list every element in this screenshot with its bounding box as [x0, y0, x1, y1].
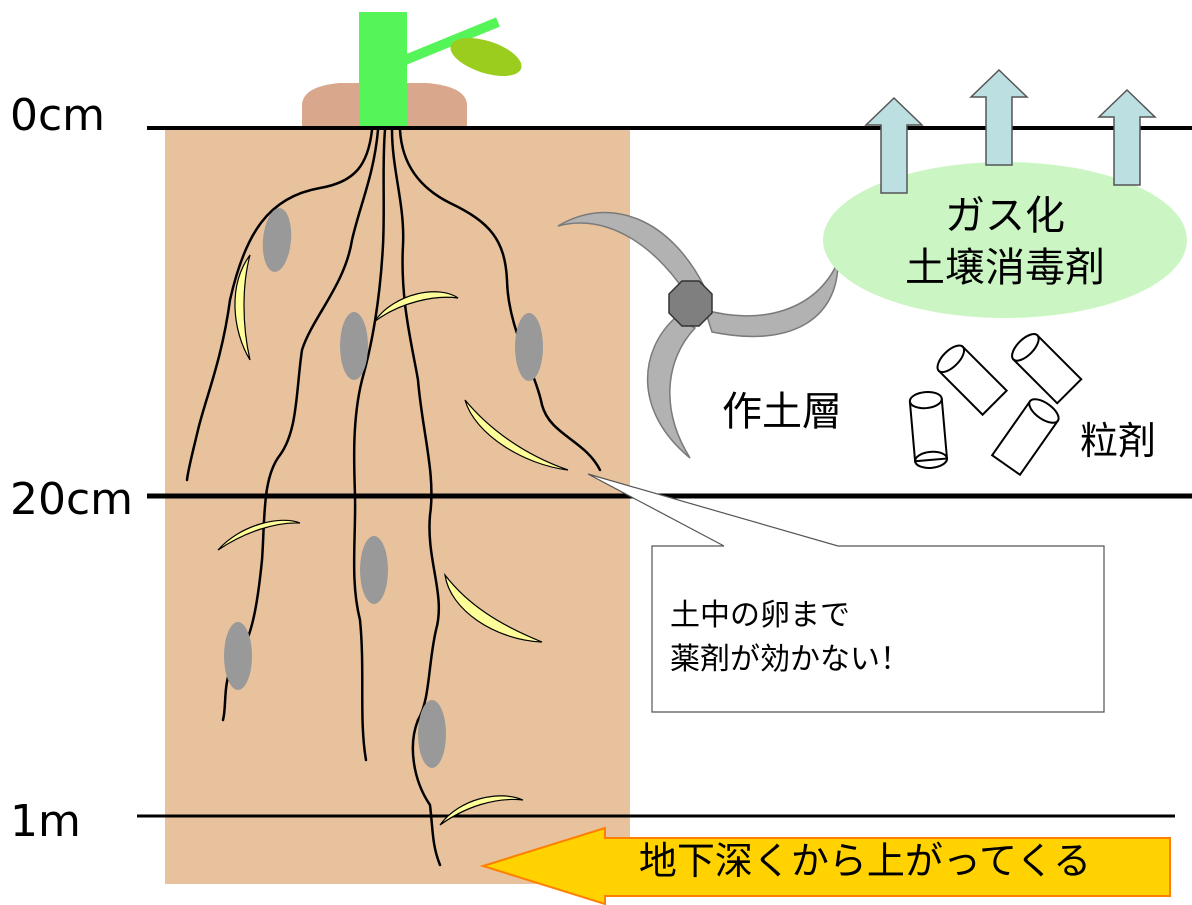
larva [234, 254, 251, 361]
tiller-hub [668, 280, 713, 327]
granule-label: 粒剤 [1080, 419, 1157, 463]
granule [936, 344, 1009, 417]
depth-label-20cm: 20cm [10, 474, 134, 525]
callout-shape [587, 473, 1105, 713]
egg [262, 208, 292, 272]
granule [1011, 333, 1083, 405]
egg [360, 536, 388, 604]
gas-label-line1: ガス化 [945, 193, 1065, 239]
gas-arrow [864, 96, 924, 194]
larva [464, 399, 569, 471]
callout-line2: 薬剤が効かない！ [670, 641, 910, 677]
granule [990, 398, 1060, 477]
granule [908, 391, 949, 469]
tiller-blade [646, 317, 697, 459]
rise-arrow-label: 地下深くから上がってくる [638, 839, 1092, 883]
egg [418, 700, 446, 768]
larva [373, 291, 459, 323]
tiller-blade [703, 261, 839, 338]
gas-cloud [823, 162, 1187, 318]
larva [439, 795, 524, 826]
depth-label-1m: 1m [10, 796, 81, 847]
leaf [450, 37, 522, 77]
eggs [224, 208, 543, 768]
rise-arrow [479, 826, 1171, 905]
egg [515, 313, 543, 381]
rotary-tiller [557, 211, 839, 459]
larva [444, 572, 543, 643]
gas-arrow [1097, 88, 1157, 186]
granules [908, 333, 1083, 477]
larvae [217, 254, 569, 826]
egg [340, 312, 368, 380]
egg [224, 622, 252, 690]
leaf-branch [403, 17, 500, 65]
gas-arrows [864, 68, 1157, 194]
callout-text: 土中の卵まで 薬剤が効かない！ [652, 546, 1104, 712]
callout-line1: 土中の卵まで [670, 598, 850, 633]
larva [217, 519, 301, 551]
gas-label-line2: 土壌消毒剤 [905, 245, 1105, 291]
soil-column [165, 128, 630, 884]
topsoil-layer-label: 作土層 [722, 389, 842, 435]
depth-label-0cm: 0cm [10, 90, 106, 141]
gas-fumigant-label: ガス化 土壌消毒剤 [860, 190, 1150, 294]
gas-arrow [969, 68, 1029, 166]
plant-stem [359, 12, 407, 128]
